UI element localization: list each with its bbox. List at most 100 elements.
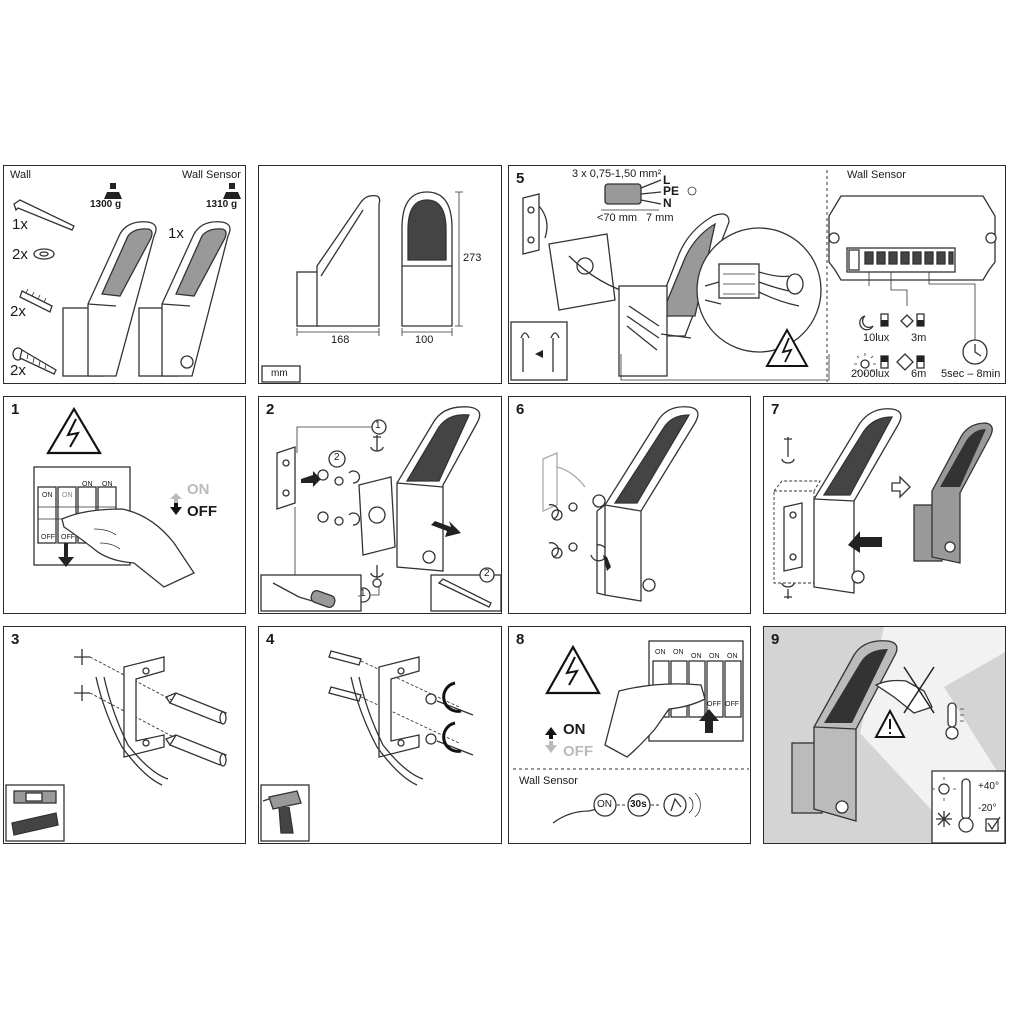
- step-7-number: 7: [771, 401, 780, 418]
- switch-on-1: ON: [42, 492, 53, 499]
- terminal-zoom-circle: [696, 227, 822, 353]
- wire-PE: PE: [663, 184, 680, 198]
- step-5-drawing: [510, 170, 997, 382]
- voltage-warning-icon: [46, 406, 102, 455]
- bracket-ghost: [542, 452, 586, 512]
- drill-inset: [260, 784, 310, 842]
- strip-end: 7 mm: [646, 212, 674, 224]
- callout-1-bottom: 1: [360, 588, 366, 599]
- bracket: [276, 426, 379, 589]
- clock-icon: [962, 339, 988, 365]
- hand-drawing: [61, 508, 195, 588]
- allen-key-icon: [13, 199, 75, 231]
- qty-allen-key: 1x: [12, 216, 28, 233]
- motion-circle: [663, 793, 687, 817]
- cable-strip-diagram: [601, 179, 697, 211]
- step-5-number: 5: [516, 170, 525, 187]
- step-9-drawing: [791, 627, 1005, 843]
- sw8-on-1: ON: [655, 649, 666, 656]
- washer-icon: [33, 248, 55, 260]
- switch-on-4: ON: [102, 481, 113, 488]
- step-1-number: 1: [11, 401, 20, 418]
- label-wall: Wall: [10, 169, 31, 181]
- wire-N: N: [663, 196, 672, 210]
- bracket-4: [350, 656, 424, 786]
- right-arrow-outline-icon: [891, 475, 911, 499]
- panel-contents: Wall Wall Sensor: [3, 165, 246, 384]
- step-9-number: 9: [771, 631, 780, 648]
- screws-2: [317, 450, 361, 526]
- label-off-8: OFF: [563, 743, 593, 760]
- panel-step-8: 8 ON ON O: [508, 626, 751, 844]
- thermometer-icon: [961, 778, 971, 820]
- time-range: 5sec – 8min: [941, 368, 1001, 380]
- snowflake-icon: [936, 811, 952, 827]
- panel-dimensions: 168 100 273 mm: [258, 165, 502, 384]
- lux-high: 2000lux: [851, 368, 890, 380]
- screws-6: [548, 494, 608, 562]
- sensor-title: Wall Sensor: [847, 169, 906, 181]
- thermometer-hot-icon: [945, 702, 964, 740]
- dim-width: 168: [331, 334, 350, 346]
- weight-right-value: 1310 g: [206, 199, 238, 210]
- label-on-8: ON: [563, 721, 586, 738]
- callout-1-top: 1: [375, 420, 381, 431]
- label-off: OFF: [187, 503, 217, 520]
- up-arrow-icon: [699, 709, 719, 733]
- sensor-module: [828, 195, 997, 342]
- dowel-icon: [19, 288, 53, 313]
- panel-step-6: 6: [508, 396, 751, 614]
- cable-spec: 3 x 0,75-1,50 mm²: [572, 168, 662, 180]
- junction-box: [358, 476, 396, 556]
- allen-key-inset: [430, 567, 501, 612]
- screw-icon: [12, 347, 57, 375]
- sun-icon: [854, 353, 876, 375]
- temp-high: +40°: [978, 781, 999, 792]
- step-2-number: 2: [266, 401, 275, 418]
- off-arrow-icon: [170, 503, 182, 515]
- moon-icon: [859, 315, 874, 331]
- step-6-number: 6: [516, 401, 525, 418]
- hand-no-touch: [874, 666, 935, 714]
- off-arrow-icon: [545, 741, 557, 753]
- on-arrow-icon: [545, 727, 557, 739]
- wire-L: L: [663, 173, 671, 187]
- pencil-icons: [165, 692, 227, 767]
- step-8-number: 8: [516, 631, 525, 648]
- step-time-label: 30s: [630, 799, 647, 810]
- sensor-title-8: Wall Sensor: [519, 775, 578, 787]
- sw8-on-4: ON: [709, 653, 720, 660]
- qty-screw: 2x: [10, 362, 26, 379]
- step-2-drawing: [260, 406, 501, 612]
- dimensions-drawing: [261, 191, 463, 383]
- weight-left-value: 1300 g: [90, 199, 122, 210]
- caution-icon: [874, 708, 906, 738]
- sensor-steps: [552, 792, 701, 824]
- front-view: [401, 191, 453, 327]
- sw8-on-2: ON: [673, 649, 684, 656]
- sw8-on-3: ON: [691, 653, 702, 660]
- temperature-inset: [931, 770, 1005, 843]
- wall-lamp-icon: [62, 221, 157, 377]
- step-4-drawing: [260, 650, 474, 842]
- ground-icon: [687, 186, 697, 196]
- sw8-off-1: OFF: [707, 701, 721, 708]
- distance-icon-long: [896, 353, 914, 371]
- check-box-icon: [985, 818, 999, 832]
- mount-bracket: [522, 193, 548, 255]
- sun-icon: [938, 783, 950, 795]
- top-screw: [370, 419, 387, 452]
- panel-step-2: 2: [258, 396, 502, 614]
- lamp-7: [813, 408, 902, 594]
- label-wall-sensor: Wall Sensor: [182, 169, 241, 181]
- label-on: ON: [187, 481, 210, 498]
- spirit-level-inset: [5, 784, 65, 842]
- hand-8: [604, 683, 706, 758]
- step-1-drawing: [33, 406, 195, 588]
- lamp-6: [596, 406, 699, 602]
- panel-step-1: 1 ON ON ON ON OFF OFF ON OFF: [3, 396, 246, 614]
- sw8-off-2: OFF: [725, 701, 739, 708]
- temp-low: -20°: [978, 803, 997, 814]
- bracket-7: [781, 437, 803, 599]
- qty-lamp: 1x: [168, 225, 184, 242]
